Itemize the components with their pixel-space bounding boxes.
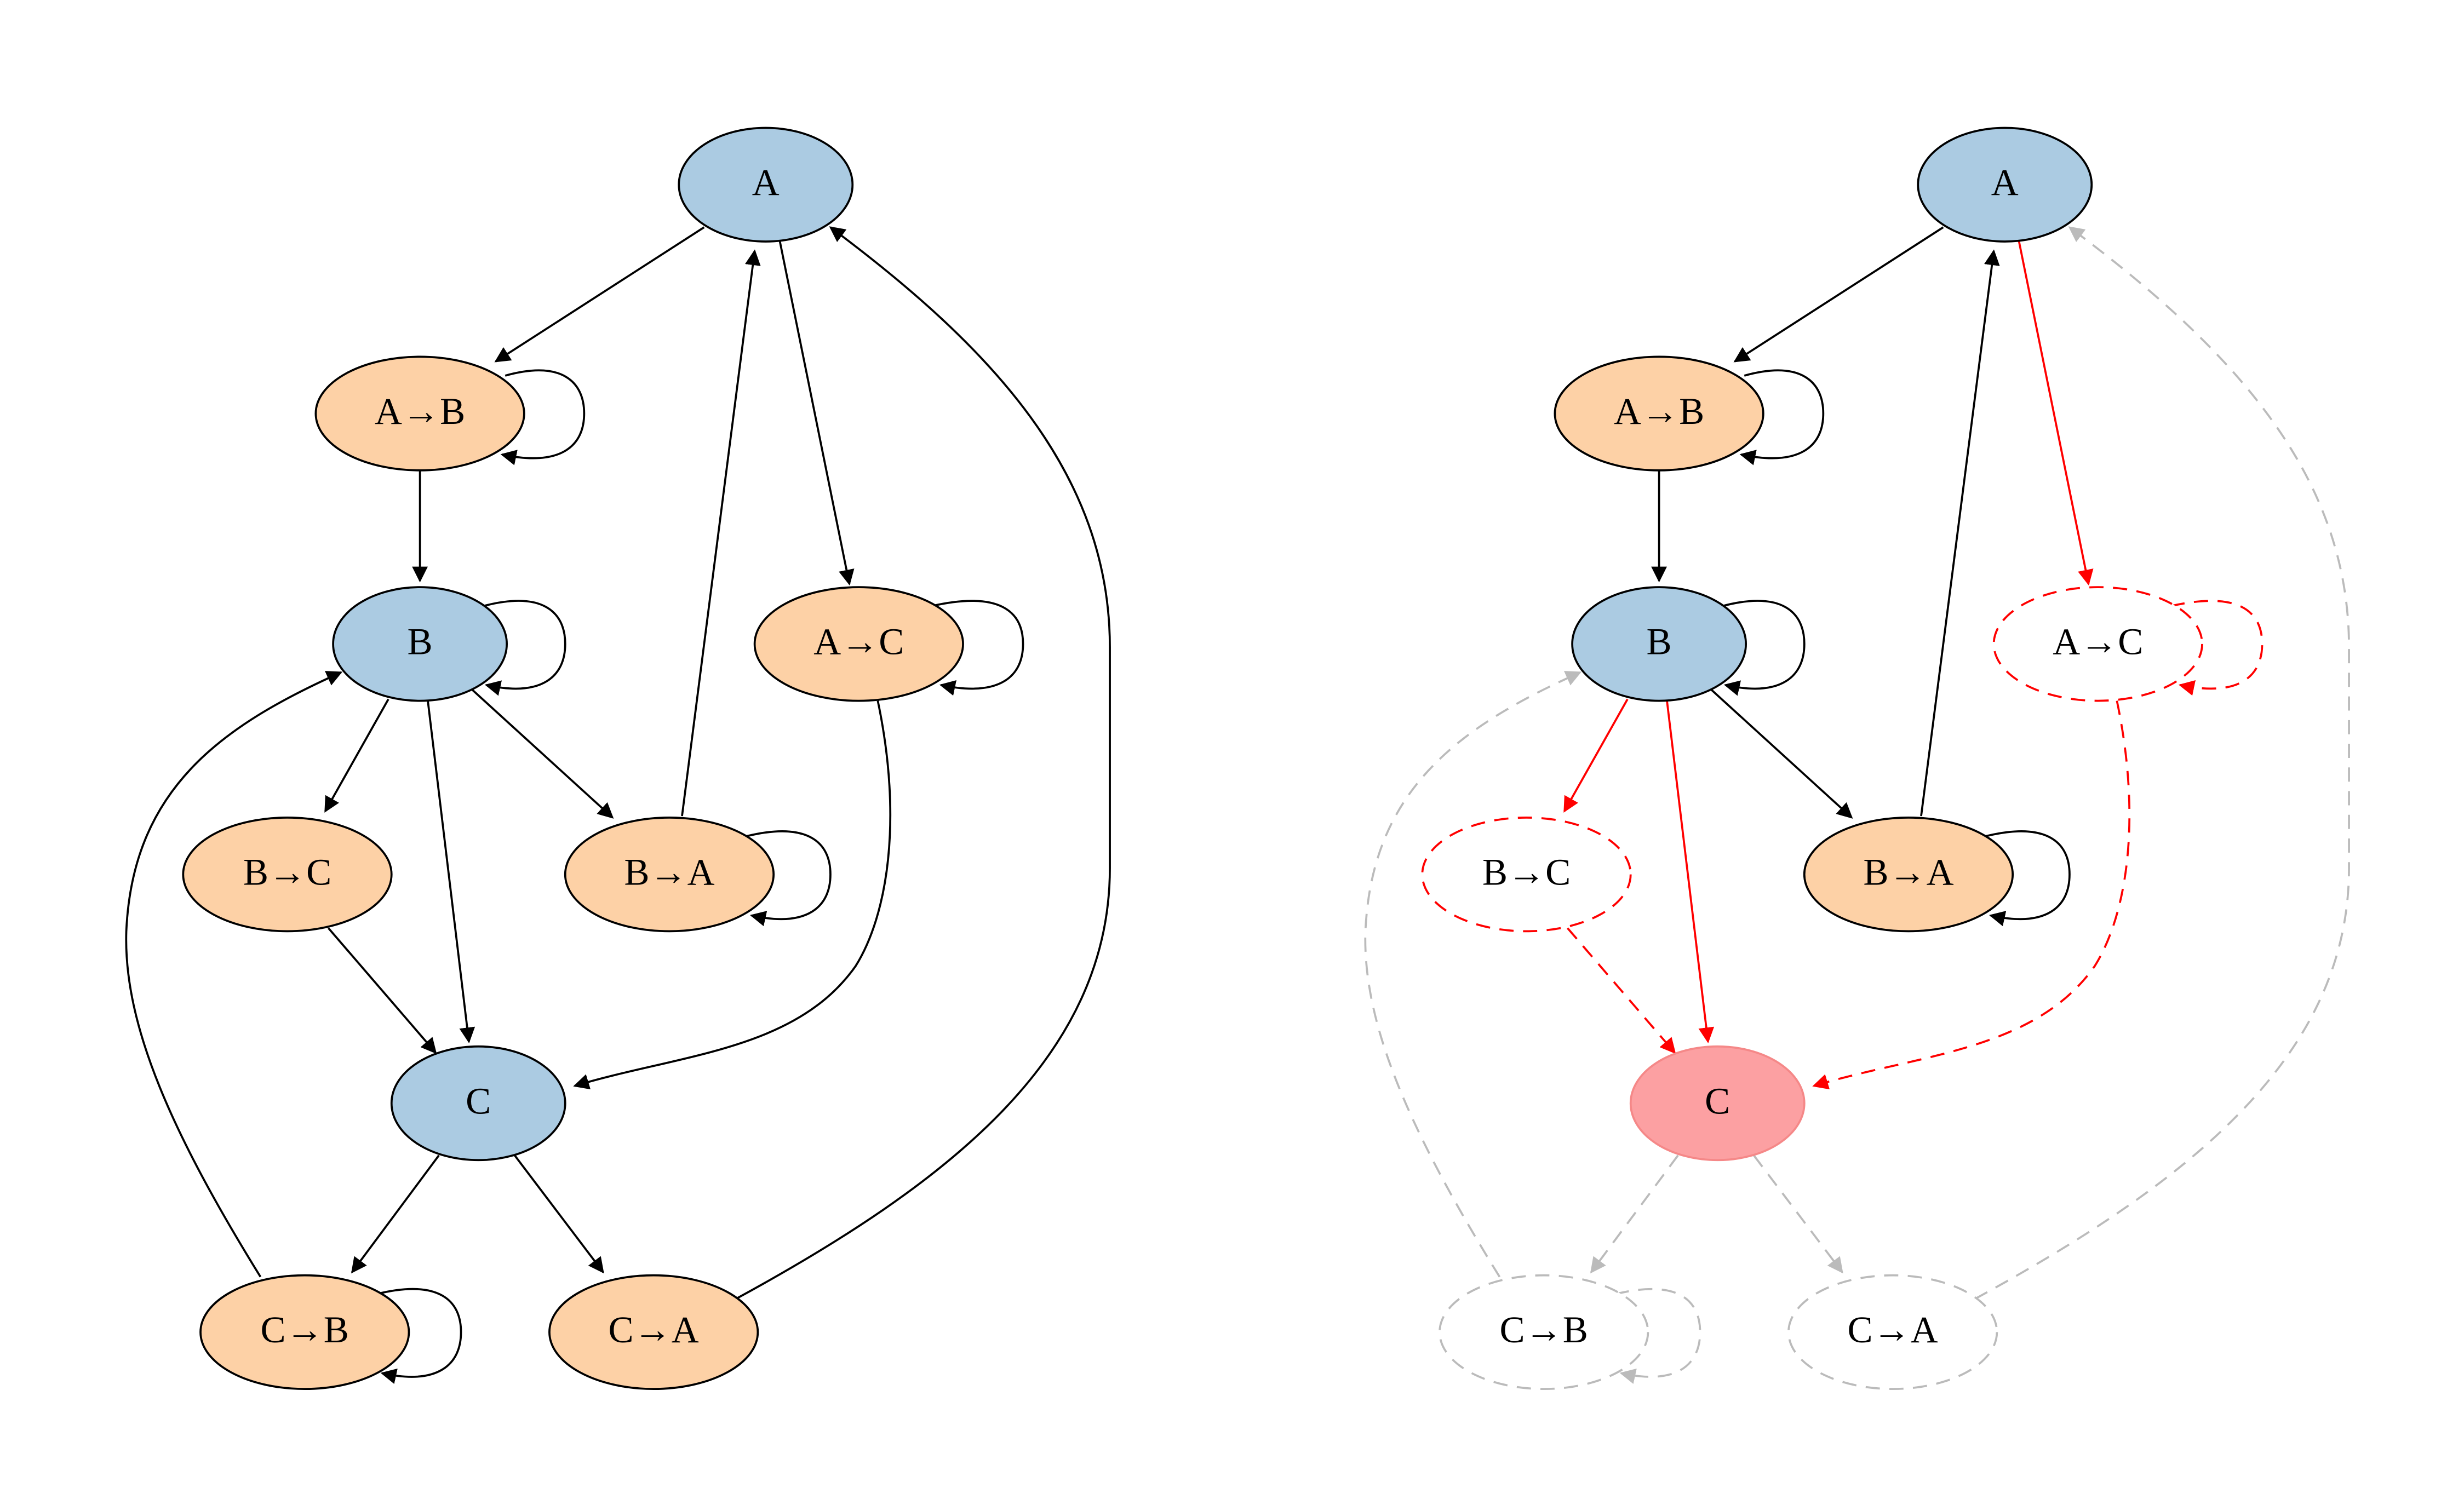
right-edge-a-to-node-a-to-c	[2018, 241, 2094, 586]
right-edge-c-to-node-c-to-a	[1753, 1154, 1843, 1274]
left-node-label-c-to-b: C→B	[261, 1308, 349, 1351]
left-node-label-b: B	[408, 621, 433, 663]
right-edge-b-to-a-to-node-b-to-a	[1984, 830, 2071, 927]
left-node-label-b-to-a: B→A	[624, 851, 714, 893]
right-node-label-b-to-a: B→A	[1863, 851, 1953, 893]
left-node-b-to-a[interactable]: B→A	[564, 817, 775, 933]
left-node-shape-b-to-a	[564, 817, 775, 933]
right-node-shape-c-to-b	[1439, 1274, 1649, 1391]
right-node-c[interactable]: C	[1629, 1045, 1806, 1162]
left-node-a[interactable]: A	[678, 127, 854, 243]
right-node-label-b: B	[1647, 621, 1672, 663]
left-edge-b-to-a-to-node-a	[681, 249, 761, 817]
right-node-label-a: A	[1991, 161, 2019, 203]
left-edge-a-to-c-to-node-a-to-c	[931, 600, 1024, 696]
left-node-shape-c	[390, 1045, 566, 1162]
pruned-transition-graph: A A→B B A→C B→C B→A C C→B C→A	[1364, 127, 2350, 1391]
left-edge-c-to-b-to-node-b	[125, 671, 343, 1278]
left-edge-b-to-c-to-node-c	[328, 927, 437, 1054]
right-edge-c-to-b-to-node-c-to-b	[1614, 1288, 1701, 1384]
left-node-a-to-b[interactable]: A→B	[314, 355, 525, 472]
right-node-a[interactable]: A	[1917, 127, 2093, 243]
left-edge-b-to-a-to-node-b-to-a	[744, 830, 832, 927]
right-node-label-a-to-b: A→B	[1614, 390, 1704, 432]
right-edge-c-to-b-to-node-b	[1364, 671, 1582, 1278]
right-edge-b-to-node-c	[1666, 700, 1715, 1043]
left-node-shape-c-to-b	[199, 1274, 410, 1391]
left-node-label-c-to-a: C→A	[609, 1308, 699, 1351]
left-node-label-a-to-b: A→B	[375, 390, 465, 432]
full-transition-graph: A A→B B A→C B→C B→A C C→B C→A	[125, 127, 1111, 1391]
right-node-shape-c-to-a	[1787, 1274, 1998, 1391]
left-node-label-b-to-c: B→C	[243, 851, 331, 893]
right-edge-c-to-a-to-node-a	[1974, 226, 2350, 1300]
right-node-shape-b-to-a	[1803, 817, 2014, 933]
right-edge-a-to-b-to-node-a-to-b	[1739, 369, 1825, 466]
left-node-c-to-b[interactable]: C→B	[199, 1274, 410, 1391]
right-node-label-c: C	[1705, 1079, 1730, 1122]
right-edge-b-to-node-b	[1722, 600, 1806, 696]
left-edge-b-to-node-b-to-c	[324, 698, 389, 813]
left-node-c[interactable]: C	[390, 1045, 566, 1162]
left-edge-c-to-node-c-to-a	[514, 1154, 604, 1274]
left-node-a-to-c[interactable]: A→C	[753, 586, 964, 702]
left-node-b[interactable]: B	[332, 586, 508, 702]
left-edge-b-to-node-c	[427, 700, 475, 1043]
left-node-shape-a-to-c	[753, 586, 964, 702]
right-node-shape-c	[1629, 1045, 1806, 1162]
left-edge-a-to-c-to-node-c	[573, 700, 892, 1090]
left-edge-b-to-node-b	[483, 600, 566, 696]
right-node-label-a-to-c: A→C	[2053, 621, 2143, 663]
left-node-c-to-a[interactable]: C→A	[548, 1274, 759, 1391]
left-node-label-a-to-c: A→C	[813, 621, 904, 663]
left-node-shape-c-to-a	[548, 1274, 759, 1391]
right-node-shape-a	[1917, 127, 2093, 243]
right-node-b-to-c[interactable]: B→C	[1421, 817, 1632, 933]
right-edge-c-to-node-c-to-b	[1590, 1154, 1679, 1274]
left-edge-b-to-node-b-to-a	[469, 687, 614, 819]
right-edge-a-to-c-to-node-a-to-c	[2170, 600, 2264, 696]
right-node-shape-b-to-c	[1421, 817, 1632, 933]
right-node-label-b-to-c: B→C	[1482, 851, 1571, 893]
right-node-shape-a-to-c	[1992, 586, 2203, 702]
right-edge-a-to-node-a-to-b	[1733, 226, 1944, 363]
left-node-shape-a	[678, 127, 854, 243]
right-node-shape-a-to-b	[1554, 355, 1764, 472]
right-node-b-to-a[interactable]: B→A	[1803, 817, 2014, 933]
left-node-shape-a-to-b	[314, 355, 525, 472]
right-edge-b-to-node-b-to-a	[1709, 687, 1853, 819]
right-edge-b-to-c-to-node-c	[1567, 927, 1676, 1054]
right-node-label-c-to-b: C→B	[1500, 1308, 1588, 1351]
left-edge-a-to-node-a-to-c	[778, 241, 855, 586]
right-edge-b-to-node-b-to-c	[1563, 698, 1629, 813]
left-edge-c-to-node-c-to-b	[351, 1154, 440, 1274]
left-edge-c-to-b-to-node-c-to-b	[375, 1288, 462, 1384]
left-node-label-c: C	[466, 1079, 491, 1122]
left-edge-a-to-b-to-node-a-to-b	[500, 369, 586, 466]
left-node-shape-b	[332, 586, 508, 702]
left-node-shape-b-to-c	[182, 817, 393, 933]
right-node-a-to-c[interactable]: A→C	[1992, 586, 2203, 702]
right-node-c-to-b[interactable]: C→B	[1439, 1274, 1649, 1391]
right-edge-b-to-a-to-node-a	[1920, 249, 2000, 817]
left-node-label-a: A	[752, 161, 780, 203]
right-node-label-c-to-a: C→A	[1848, 1308, 1938, 1351]
right-edge-a-to-c-to-node-c	[1812, 700, 2131, 1090]
right-node-b[interactable]: B	[1571, 586, 1747, 702]
left-edge-c-to-a-to-node-a	[735, 226, 1111, 1300]
left-node-b-to-c[interactable]: B→C	[182, 817, 393, 933]
right-node-c-to-a[interactable]: C→A	[1787, 1274, 1998, 1391]
right-node-a-to-b[interactable]: A→B	[1554, 355, 1764, 472]
left-edge-a-to-node-a-to-b	[494, 226, 705, 363]
right-node-shape-b	[1571, 586, 1747, 702]
